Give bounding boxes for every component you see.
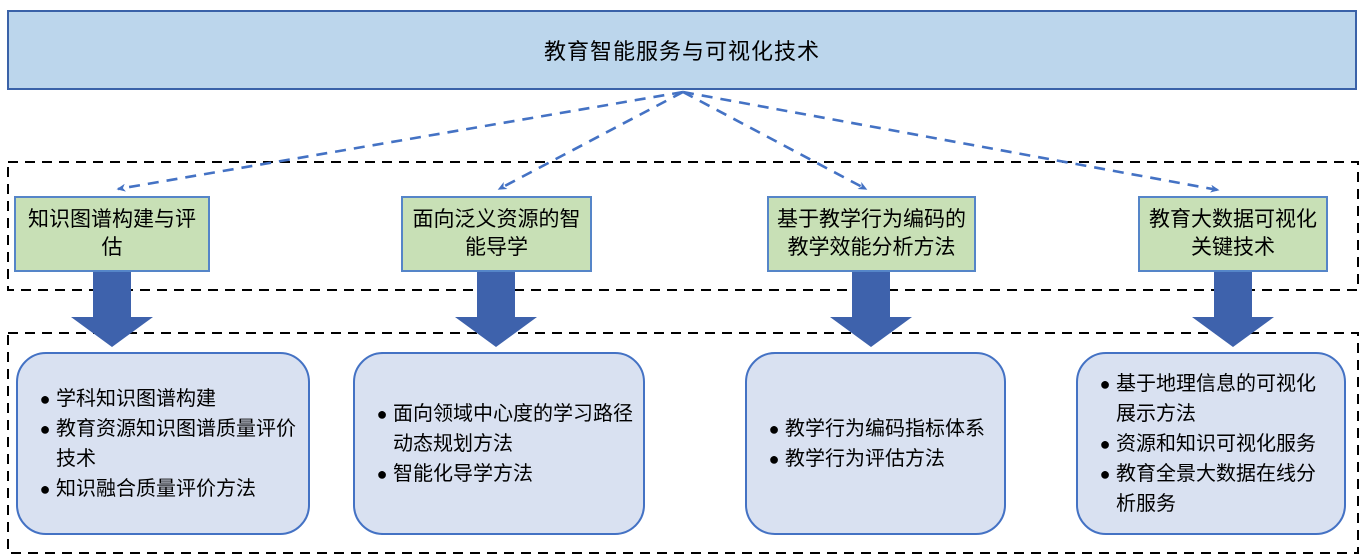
bullet-icon: ● — [768, 448, 780, 469]
bullet-icon: ● — [768, 418, 780, 439]
bullet-icon: ● — [376, 463, 388, 484]
list-item: ● 教育资源知识图谱质量评价技术 — [34, 414, 298, 474]
bullet-icon: ● — [39, 478, 51, 499]
bullet-icon: ● — [376, 403, 388, 424]
list-item-text: 资源和知识可视化服务 — [1116, 432, 1316, 455]
detail-box-bigdata-visualization: ● 基于地理信息的可视化展示方法 ● 资源和知识可视化服务 ● 教育全景大数据在… — [1076, 352, 1346, 535]
list-item: ● 基于地理信息的可视化展示方法 — [1094, 369, 1334, 429]
tier-frame-details — [7, 332, 1359, 554]
bullet-icon: ● — [39, 388, 51, 409]
topic-label: 知识图谱构建与评估 — [28, 207, 196, 259]
detail-box-intelligent-guidance: ● 面向领域中心度的学习路径动态规划方法 ● 智能化导学方法 — [353, 352, 645, 535]
list-item: ● 教学行为编码指标体系 — [763, 414, 994, 444]
dashed-connector-2 — [497, 90, 684, 191]
topic-label: 教育大数据可视化关键技术 — [1149, 207, 1317, 259]
dashed-connector-3 — [682, 90, 868, 191]
list-item-text: 教育资源知识图谱质量评价技术 — [56, 417, 296, 470]
block-arrow-3 — [830, 270, 912, 347]
bullet-icon: ● — [1099, 433, 1111, 454]
topic-box-bigdata-visualization: 教育大数据可视化关键技术 — [1138, 196, 1328, 272]
topic-label: 面向泛义资源的智能导学 — [412, 207, 581, 259]
bullet-icon: ● — [1099, 463, 1111, 484]
bullet-icon: ● — [1099, 373, 1111, 394]
list-item-text: 教学行为编码指标体系 — [785, 417, 985, 440]
diagram-title: 教育智能服务与可视化技术 — [543, 39, 820, 64]
bullet-icon: ● — [39, 418, 51, 439]
list-item-text: 教育全景大数据在线分析服务 — [1116, 462, 1316, 515]
topic-box-knowledge-graph: 知识图谱构建与评估 — [14, 196, 210, 272]
list-item: ● 教学行为评估方法 — [763, 444, 994, 474]
detail-box-teaching-effectiveness: ● 教学行为编码指标体系 ● 教学行为评估方法 — [745, 352, 1006, 535]
block-arrow-1 — [71, 270, 153, 347]
topic-label: 基于教学行为编码的教学效能分析方法 — [777, 207, 966, 259]
dashed-connector-1 — [116, 90, 684, 192]
tier-frame-topics — [7, 161, 1359, 291]
list-item-text: 智能化导学方法 — [393, 462, 533, 485]
list-item-text: 面向领域中心度的学习路径动态规划方法 — [393, 402, 633, 455]
topic-box-teaching-effectiveness: 基于教学行为编码的教学效能分析方法 — [767, 196, 976, 272]
list-item-text: 基于地理信息的可视化展示方法 — [1116, 372, 1316, 425]
block-arrow-4 — [1192, 270, 1274, 347]
list-item-text: 教学行为评估方法 — [785, 447, 945, 470]
detail-box-knowledge-graph: ● 学科知识图谱构建 ● 教育资源知识图谱质量评价技术 ● 知识融合质量评价方法 — [16, 352, 310, 535]
list-item: ● 学科知识图谱构建 — [34, 384, 298, 414]
list-item: ● 知识融合质量评价方法 — [34, 474, 298, 504]
list-item: ● 资源和知识可视化服务 — [1094, 429, 1334, 459]
list-item: ● 面向领域中心度的学习路径动态规划方法 — [371, 399, 633, 459]
list-item-text: 知识融合质量评价方法 — [56, 477, 256, 500]
list-item-text: 学科知识图谱构建 — [56, 387, 216, 410]
topic-box-intelligent-guidance: 面向泛义资源的智能导学 — [401, 196, 592, 272]
title-banner: 教育智能服务与可视化技术 — [7, 10, 1357, 90]
list-item: ● 教育全景大数据在线分析服务 — [1094, 459, 1334, 519]
dashed-connector-4 — [682, 90, 1220, 193]
block-arrow-2 — [455, 270, 537, 347]
list-item: ● 智能化导学方法 — [371, 459, 633, 489]
